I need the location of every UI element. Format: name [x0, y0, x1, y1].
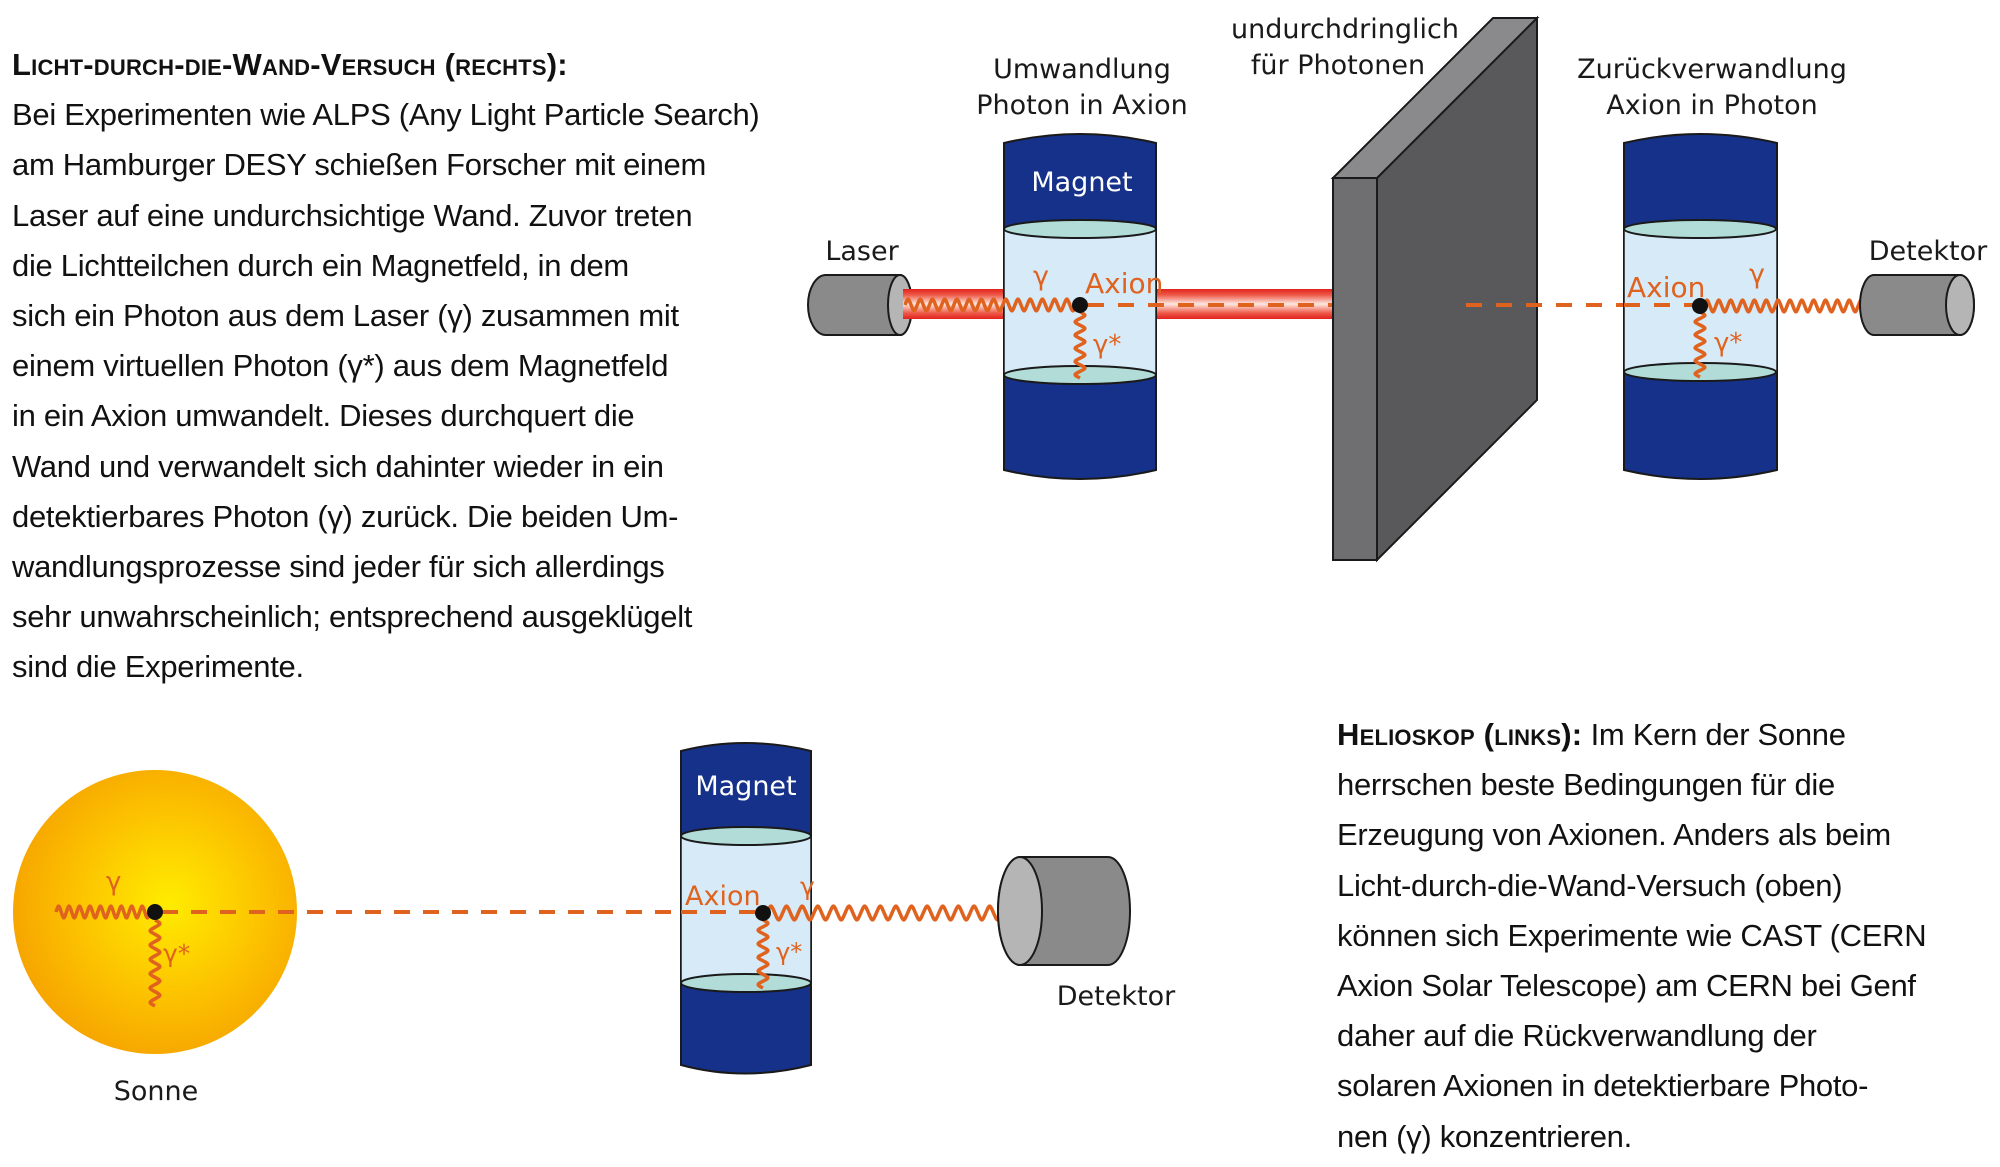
vertex-dot [1692, 298, 1708, 314]
vertex-dot [755, 905, 771, 921]
alps-text-line: Wand und verwandelt sich dahinter wieder… [12, 448, 664, 484]
wall-label-line2: für Photonen [1251, 50, 1425, 81]
alps-text-line: sehr unwahrscheinlich; entsprechend ausg… [12, 599, 693, 635]
virtual-photon-wave [756, 918, 770, 990]
virtual-photon-wave [1073, 310, 1087, 380]
helioscope-text-line: solaren Axionen in detektierbare Photo- [1337, 1068, 1869, 1104]
photon-wave [1702, 298, 1872, 314]
vertex-dot [1072, 297, 1088, 313]
alps-text-line: detektierbares Photon (γ) zurück. Die be… [12, 498, 679, 534]
virtual-photon-wave [148, 918, 162, 1008]
helioscope-text-line: Licht-durch-die-Wand-Versuch (oben) [1337, 867, 1843, 903]
helioscope-text-line: herrschen beste Bedingungen für die [1337, 767, 1835, 803]
alps-text-line: sind die Experimente. [12, 649, 304, 685]
photon-wave [765, 904, 1019, 922]
alps-heading: Licht-durch-die-Wand-Versuch (rechts): [12, 47, 568, 82]
axion-label: Axion [1085, 267, 1163, 300]
helioscope-description: Helioskop (links): Im Kern der Sonne her… [1337, 710, 1927, 1162]
gamma-label: γ [106, 867, 121, 897]
gamma-star-label: γ* [776, 938, 802, 966]
helioscope-diagram: Sonne γ γ* Magnet Axion γ γ* Detektor [13, 742, 1176, 1107]
helioscope-first-line: Helioskop (links): Im Kern der Sonne [1337, 710, 1926, 760]
magnet-label: Magnet [695, 771, 796, 802]
vertex-dot [147, 904, 163, 920]
helioscope-heading: Helioskop (links): [1337, 717, 1583, 752]
wall-label-line1: undurchdringlich [1231, 14, 1459, 45]
reconversion-label-line2: Axion in Photon [1606, 90, 1818, 121]
helioscope-text-line: nen (γ) konzentrieren. [1337, 1118, 1632, 1154]
conversion-label-line1: Umwandlung [993, 54, 1171, 85]
helioscope-text-line: daher auf die Rückverwandlung der [1337, 1018, 1817, 1054]
laser-device-icon [807, 274, 913, 336]
alps-text-line: Laser auf eine undurchsichtige Wand. Zuv… [12, 197, 693, 233]
magnet-label: Magnet [1031, 167, 1132, 198]
wall-icon [1330, 15, 1540, 563]
alps-text-line: einem virtuellen Photon (γ*) aus dem Mag… [12, 348, 669, 384]
helioscope-text-start: Im Kern der Sonne [1582, 717, 1846, 752]
sun-label: Sonne [114, 1076, 199, 1107]
gamma-label: γ [1033, 261, 1049, 292]
alps-text-line: am Hamburger DESY schießen Forscher mit … [12, 147, 707, 183]
alps-text-line: Bei Experimenten wie ALPS (Any Light Par… [12, 97, 760, 133]
detector-label-bottom: Detektor [1057, 981, 1176, 1012]
axion-label: Axion [1627, 271, 1705, 304]
detector-label-top: Detektor [1869, 236, 1988, 267]
alps-text-line: sich ein Photon aus dem Laser (γ) zusamm… [12, 298, 679, 334]
alps-description: Licht-durch-die-Wand-Versuch (rechts): B… [12, 40, 760, 693]
gamma-star-label: γ* [163, 939, 190, 968]
alps-text-line: wandlungsprozesse sind jeder für sich al… [12, 549, 665, 585]
magnet-helioscope-icon: Magnet [680, 742, 812, 1075]
gamma-star-label: γ* [1093, 330, 1121, 360]
detector-top-icon [1859, 274, 1975, 336]
reconversion-label-line1: Zurückverwandlung [1577, 54, 1847, 85]
helioscope-text-line: können sich Experimente wie CAST (CERN [1337, 917, 1927, 953]
detector-bottom-icon [997, 856, 1131, 966]
photon-wave [903, 297, 1078, 313]
gamma-label: γ [1749, 259, 1765, 290]
conversion-label-line2: Photon in Axion [976, 90, 1188, 121]
axion-label: Axion [685, 881, 761, 912]
lsw-diagram: Laser Umwandlung Photon in Axion undurch… [807, 14, 1988, 563]
alps-text-line: die Lichtteilchen durch ein Magnetfeld, … [12, 247, 629, 283]
helioscope-text-line: Axion Solar Telescope) am CERN bei Genf [1337, 968, 1916, 1004]
gamma-star-label: γ* [1714, 328, 1742, 358]
gamma-label: γ [800, 872, 815, 901]
virtual-photon-wave [1693, 310, 1707, 379]
photon-wave [54, 904, 152, 920]
helioscope-text-line: Erzeugung von Axionen. Anders als beim [1337, 817, 1891, 853]
laser-label: Laser [825, 236, 899, 267]
alps-text-line: in ein Axion umwandelt. Dieses durchquer… [12, 398, 635, 434]
